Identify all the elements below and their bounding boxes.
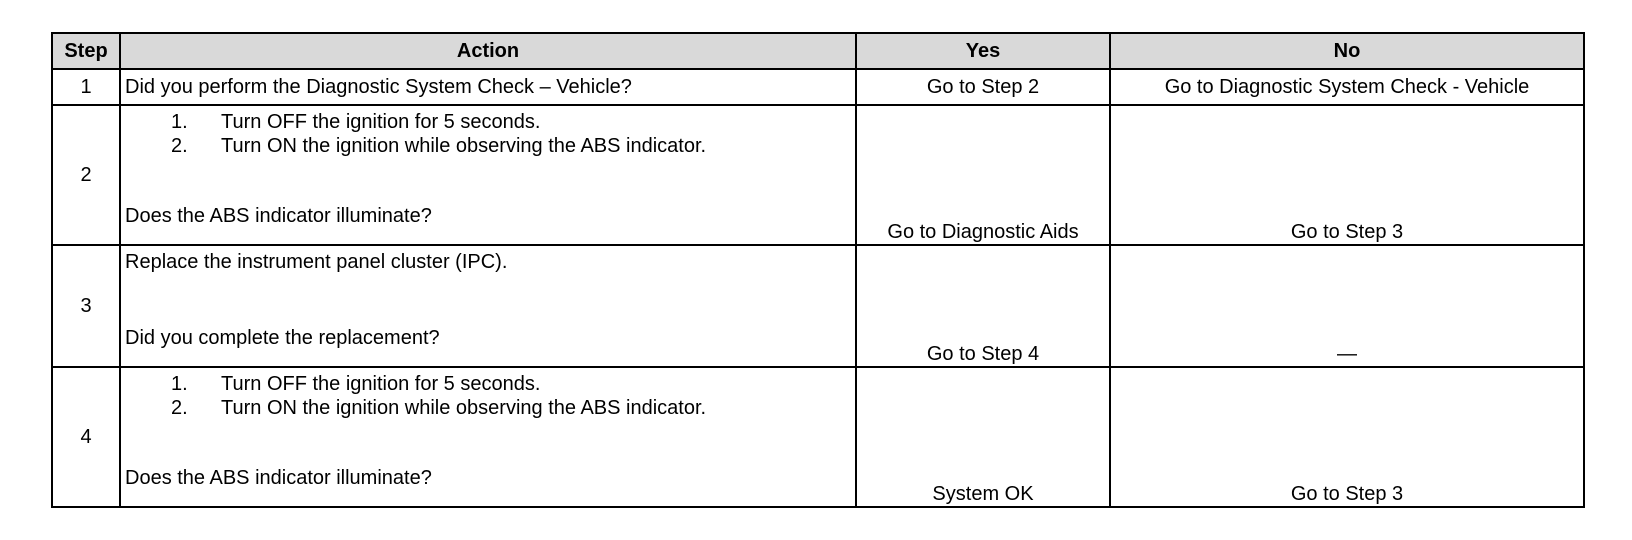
step-question: Does the ABS indicator illuminate? xyxy=(125,467,432,489)
table-row: 4 1. Turn OFF the ignition for 5 seconds… xyxy=(51,366,1585,508)
yes-result: System OK xyxy=(855,366,1111,508)
step-question: Did you perform the Diagnostic System Ch… xyxy=(125,76,632,98)
step-number: 1 xyxy=(51,68,121,106)
table-header-row: Step Action Yes No xyxy=(51,32,1585,70)
no-result: Go to Step 3 xyxy=(1109,104,1585,246)
instruction-text: Turn ON the ignition while observing the… xyxy=(221,397,707,419)
step-number: 3 xyxy=(51,244,121,368)
header-step: Step xyxy=(51,32,121,70)
table-row: 3 Replace the instrument panel cluster (… xyxy=(51,244,1585,368)
instruction-item: 2. Turn ON the ignition while observing … xyxy=(125,134,851,158)
table-row: 1 Did you perform the Diagnostic System … xyxy=(51,68,1585,106)
step-question: Did you complete the replacement? xyxy=(125,327,440,349)
no-result: Go to Diagnostic System Check - Vehicle xyxy=(1109,68,1585,106)
yes-result: Go to Step 2 xyxy=(855,68,1111,106)
header-action: Action xyxy=(119,32,857,70)
no-result: — xyxy=(1109,244,1585,368)
instruction-number: 2. xyxy=(171,397,188,419)
instruction-text: Turn OFF the ignition for 5 seconds. xyxy=(221,373,541,395)
no-result: Go to Step 3 xyxy=(1109,366,1585,508)
yes-result: Go to Step 4 xyxy=(855,244,1111,368)
instruction-text: Turn ON the ignition while observing the… xyxy=(221,135,707,157)
action-cell: Replace the instrument panel cluster (IP… xyxy=(119,244,857,368)
table-row: 2 1. Turn OFF the ignition for 5 seconds… xyxy=(51,104,1585,246)
instruction-item: 1. Turn OFF the ignition for 5 seconds. xyxy=(125,372,851,396)
instruction-number: 1. xyxy=(171,111,188,133)
instruction-list: 1. Turn OFF the ignition for 5 seconds. … xyxy=(125,110,851,158)
instruction-number: 1. xyxy=(171,373,188,395)
instruction-text: Turn OFF the ignition for 5 seconds. xyxy=(221,111,541,133)
action-cell: 1. Turn OFF the ignition for 5 seconds. … xyxy=(119,366,857,508)
instruction-number: 2. xyxy=(171,135,188,157)
instruction-item: 1. Turn OFF the ignition for 5 seconds. xyxy=(125,110,851,134)
instruction-item: 2. Turn ON the ignition while observing … xyxy=(125,396,851,420)
instruction-list: 1. Turn OFF the ignition for 5 seconds. … xyxy=(125,372,851,420)
action-cell: Did you perform the Diagnostic System Ch… xyxy=(119,68,857,106)
header-yes: Yes xyxy=(855,32,1111,70)
step-number: 2 xyxy=(51,104,121,246)
header-no: No xyxy=(1109,32,1585,70)
step-question: Does the ABS indicator illuminate? xyxy=(125,205,432,227)
step-number: 4 xyxy=(51,366,121,508)
diagnostic-table: Step Action Yes No 1 Did you perform the… xyxy=(51,32,1585,508)
yes-result: Go to Diagnostic Aids xyxy=(855,104,1111,246)
instruction-text: Replace the instrument panel cluster (IP… xyxy=(125,251,508,273)
action-cell: 1. Turn OFF the ignition for 5 seconds. … xyxy=(119,104,857,246)
